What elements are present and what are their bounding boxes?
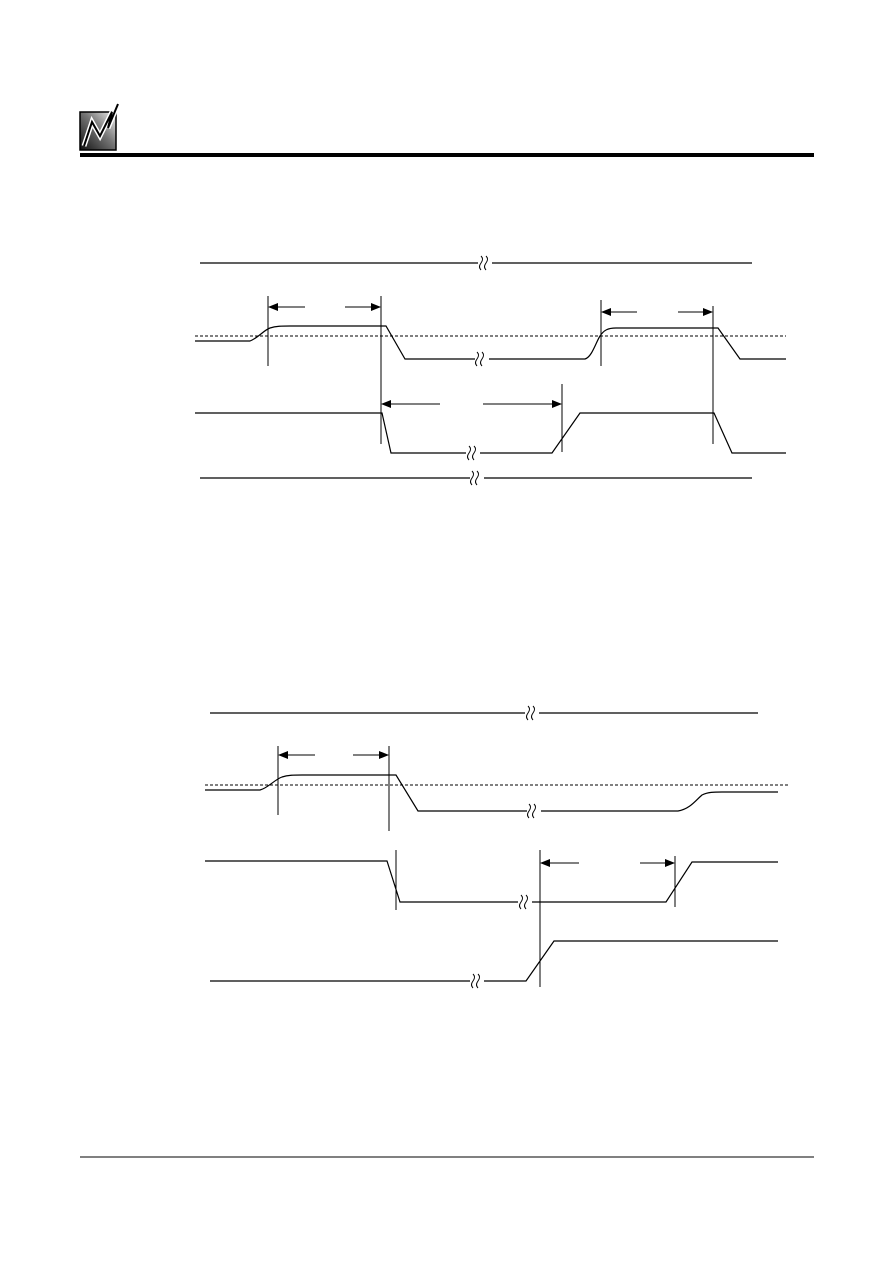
timing-diagram-1 [195,255,786,486]
waveform-b [195,412,786,461]
timing-diagram-2 [205,705,790,989]
waveform-c [210,940,778,989]
waveform-b [205,860,778,910]
top-reference-line [210,705,758,721]
waveform-a [205,774,778,819]
bottom-reference-line [200,470,752,486]
timing-markers [267,296,714,452]
top-reference-line [200,255,752,271]
interval-arrows [278,751,675,867]
interval-arrows [268,303,713,408]
header-rule [80,153,814,157]
timing-markers [277,746,676,987]
lightning-square-logo-icon [79,103,121,151]
waveform-a [195,325,786,367]
